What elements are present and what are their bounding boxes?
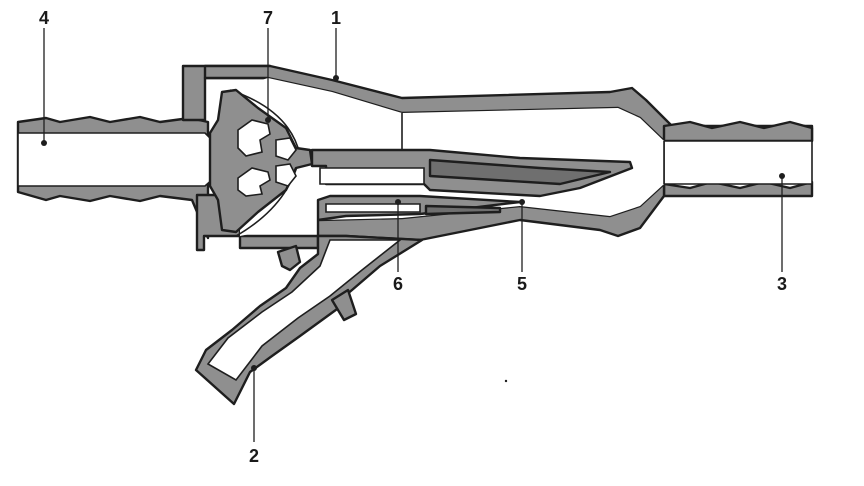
- callout-3: 3: [777, 274, 787, 294]
- stray-dot: [504, 379, 508, 383]
- callout-7: 7: [263, 8, 273, 28]
- leader-lines: [41, 28, 785, 442]
- callout-1: 1: [331, 8, 341, 28]
- callout-6: 6: [393, 274, 403, 294]
- anchor-7: [265, 117, 271, 123]
- anchor-1: [333, 75, 339, 81]
- inner-tube-6: [310, 148, 634, 198]
- anchor-3: [779, 173, 785, 179]
- anchor-5: [519, 199, 525, 205]
- side-branch-2: [194, 234, 424, 406]
- callout-2: 2: [249, 446, 259, 466]
- callout-labels: 4 7 1 6 5 3 2: [39, 8, 787, 466]
- right-hose-barb: [662, 120, 814, 198]
- anchor-6: [395, 199, 401, 205]
- anchor-2: [251, 365, 257, 371]
- flap-5: [316, 194, 522, 222]
- anchor-4: [41, 140, 47, 146]
- callout-4: 4: [39, 8, 49, 28]
- left-hose-barb: [16, 115, 215, 240]
- callout-5: 5: [517, 274, 527, 294]
- poppet-7: [208, 88, 314, 237]
